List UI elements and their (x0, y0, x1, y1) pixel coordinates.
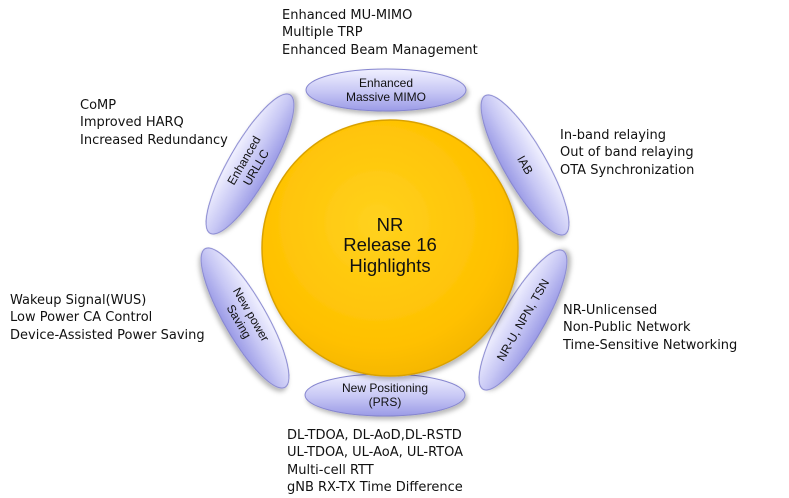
center-title-line-1: NR (377, 214, 404, 235)
note-item: UL-TDOA, UL-AoA, UL-RTOA (287, 445, 463, 461)
note-item: Time-Sensitive Networking (563, 337, 738, 353)
petal-iab: IAB (480, 94, 570, 236)
note-item: CoMP (80, 98, 117, 113)
petal-ellipse (200, 247, 290, 389)
note-item: Device-Assisted Power Saving (10, 327, 205, 343)
notes-iab: In-band relaying Out of band relaying OT… (560, 127, 694, 179)
notes-enhanced-massive-mimo: Enhanced MU-MIMO Multiple TRP Enhanced B… (282, 7, 478, 59)
note-item: Improved HARQ (80, 115, 184, 131)
note-item: In-band relaying (560, 128, 667, 143)
note-item: NR-Unlicensed (563, 303, 658, 318)
petal-ellipse (480, 94, 570, 236)
note-item: Enhanced Beam Management (282, 42, 478, 58)
notes-enhanced-urllc: CoMP Improved HARQ Increased Redundancy (80, 97, 228, 149)
petal-label: Massive MIMO (346, 90, 426, 104)
petal-new-positioning: New Positioning(PRS) (304, 373, 466, 417)
petal-label: Enhanced (359, 76, 413, 90)
center-title-line-3: Highlights (349, 255, 430, 276)
note-item: DL-TDOA, DL-AoD,DL-RSTD (287, 428, 462, 443)
center-hub: NR Release 16 Highlights (261, 119, 519, 377)
note-item: Out of band relaying (560, 145, 694, 161)
note-item: OTA Synchronization (560, 162, 695, 178)
note-item: Increased Redundancy (80, 132, 228, 148)
note-item: Multiple TRP (282, 25, 363, 41)
center-title-line-2: Release 16 (343, 234, 437, 255)
note-item: Wakeup Signal(WUS) (10, 293, 147, 308)
petal-ellipse (305, 68, 467, 112)
note-item: Low Power CA Control (10, 310, 153, 326)
notes-new-power-saving: Wakeup Signal(WUS) Low Power CA Control … (10, 292, 205, 344)
note-item: Enhanced MU-MIMO (282, 8, 413, 23)
notes-new-positioning: DL-TDOA, DL-AoD,DL-RSTD UL-TDOA, UL-AoA,… (287, 427, 463, 496)
petal-label: New Positioning (342, 381, 428, 395)
petal-ellipse (478, 249, 568, 391)
center-circle (261, 119, 519, 377)
petal-ellipse (205, 93, 295, 235)
note-item: gNB RX-TX Time Difference (287, 479, 463, 495)
note-item: Non-Public Network (563, 320, 691, 336)
petal-label: (PRS) (369, 395, 402, 409)
note-item: Multi-cell RTT (287, 462, 374, 478)
notes-nru-npn-tsn: NR-Unlicensed Non-Public Network Time-Se… (563, 302, 737, 354)
